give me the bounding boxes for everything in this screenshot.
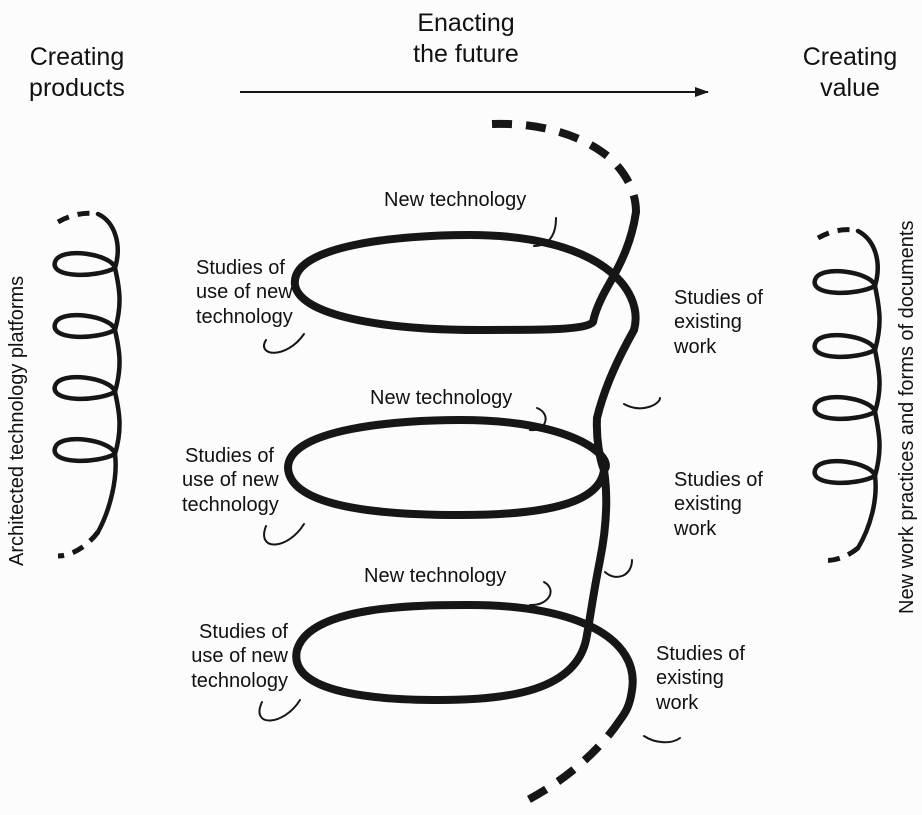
label-studies-of-existing-2: Studies of existing work [674, 468, 763, 541]
studies-of-existing-2-line-1: Studies of [674, 469, 763, 491]
label-new-technology-3: New technology [364, 565, 507, 587]
studies-of-use-3-line-3: technology [191, 669, 288, 692]
header-center-line-2: the future [413, 39, 519, 68]
studies-of-use-2-line-2: use of new [182, 469, 279, 492]
label-studies-of-use-1: Studies of use of new technology [196, 256, 293, 329]
label-studies-of-use-3: Studies of use of new technology [166, 620, 288, 693]
studies-of-existing-3-line-3: work [656, 691, 699, 714]
studies-of-existing-1-line-3: work [674, 335, 717, 358]
right-coil [812, 228, 882, 551]
right-coil-top-dashed [816, 227, 859, 241]
right-coil-bottom-dashed [819, 546, 860, 563]
label-new-technology-1: New technology [384, 189, 527, 211]
main-spiral [284, 208, 640, 724]
studies-of-use-3-line-2: use of new [191, 645, 288, 668]
studies-of-existing-1-line-2: existing [674, 311, 742, 334]
studies-of-existing-2-line-3: work [674, 517, 717, 540]
header-left-line-1: Creating [29, 43, 125, 71]
spiral-end-dashed [516, 717, 624, 809]
label-new-technology-2: New technology [370, 387, 513, 409]
header-left-line-2: products [29, 73, 125, 102]
header-right-line-2: value [820, 73, 880, 102]
left-coil-top-dashed [56, 210, 99, 225]
leader-studies-of-existing-3 [643, 735, 681, 744]
left-coil [52, 211, 122, 535]
leader-new-technology-3 [529, 581, 552, 607]
studies-of-existing-2-line-2: existing [674, 493, 742, 516]
studies-of-use-1-line-2: use of new [196, 281, 293, 304]
side-label-left: Architected technology platforms [6, 275, 28, 566]
leader-studies-of-existing-2 [604, 559, 633, 578]
studies-of-existing-3-line-2: existing [656, 667, 724, 690]
header-creating-value: Creating value [792, 42, 908, 103]
left-coil-bottom-dashed [57, 530, 100, 559]
studies-of-use-1-line-3: technology [196, 305, 293, 328]
studies-of-use-3-line-1: Studies of [199, 621, 288, 643]
leader-studies-of-use-3 [258, 699, 301, 722]
leader-new-technology-2 [529, 407, 547, 432]
side-label-right: New work practices and forms of document… [896, 220, 918, 615]
label-studies-of-existing-1: Studies of existing work [674, 286, 763, 359]
header-creating-products: Creating products [18, 42, 136, 103]
studies-of-use-2-line-1: Studies of [185, 445, 274, 467]
studies-of-existing-1-line-1: Studies of [674, 287, 763, 309]
label-studies-of-use-2: Studies of use of new technology [182, 444, 279, 517]
leader-new-technology-1 [533, 217, 557, 247]
studies-of-existing-3-line-1: Studies of [656, 643, 745, 665]
header-enacting-the-future: Enacting the future [386, 8, 546, 69]
studies-of-use-1-line-1: Studies of [196, 257, 285, 279]
spiral-start-dashed [491, 119, 640, 213]
label-studies-of-existing-3: Studies of existing work [656, 642, 745, 715]
studies-of-use-2-line-3: technology [182, 493, 279, 516]
leader-studies-of-use-1 [263, 333, 305, 354]
header-center-line-1: Enacting [417, 9, 515, 37]
leader-studies-of-use-2 [263, 523, 305, 546]
leader-studies-of-existing-1 [623, 397, 661, 410]
header-right-line-1: Creating [802, 43, 898, 71]
